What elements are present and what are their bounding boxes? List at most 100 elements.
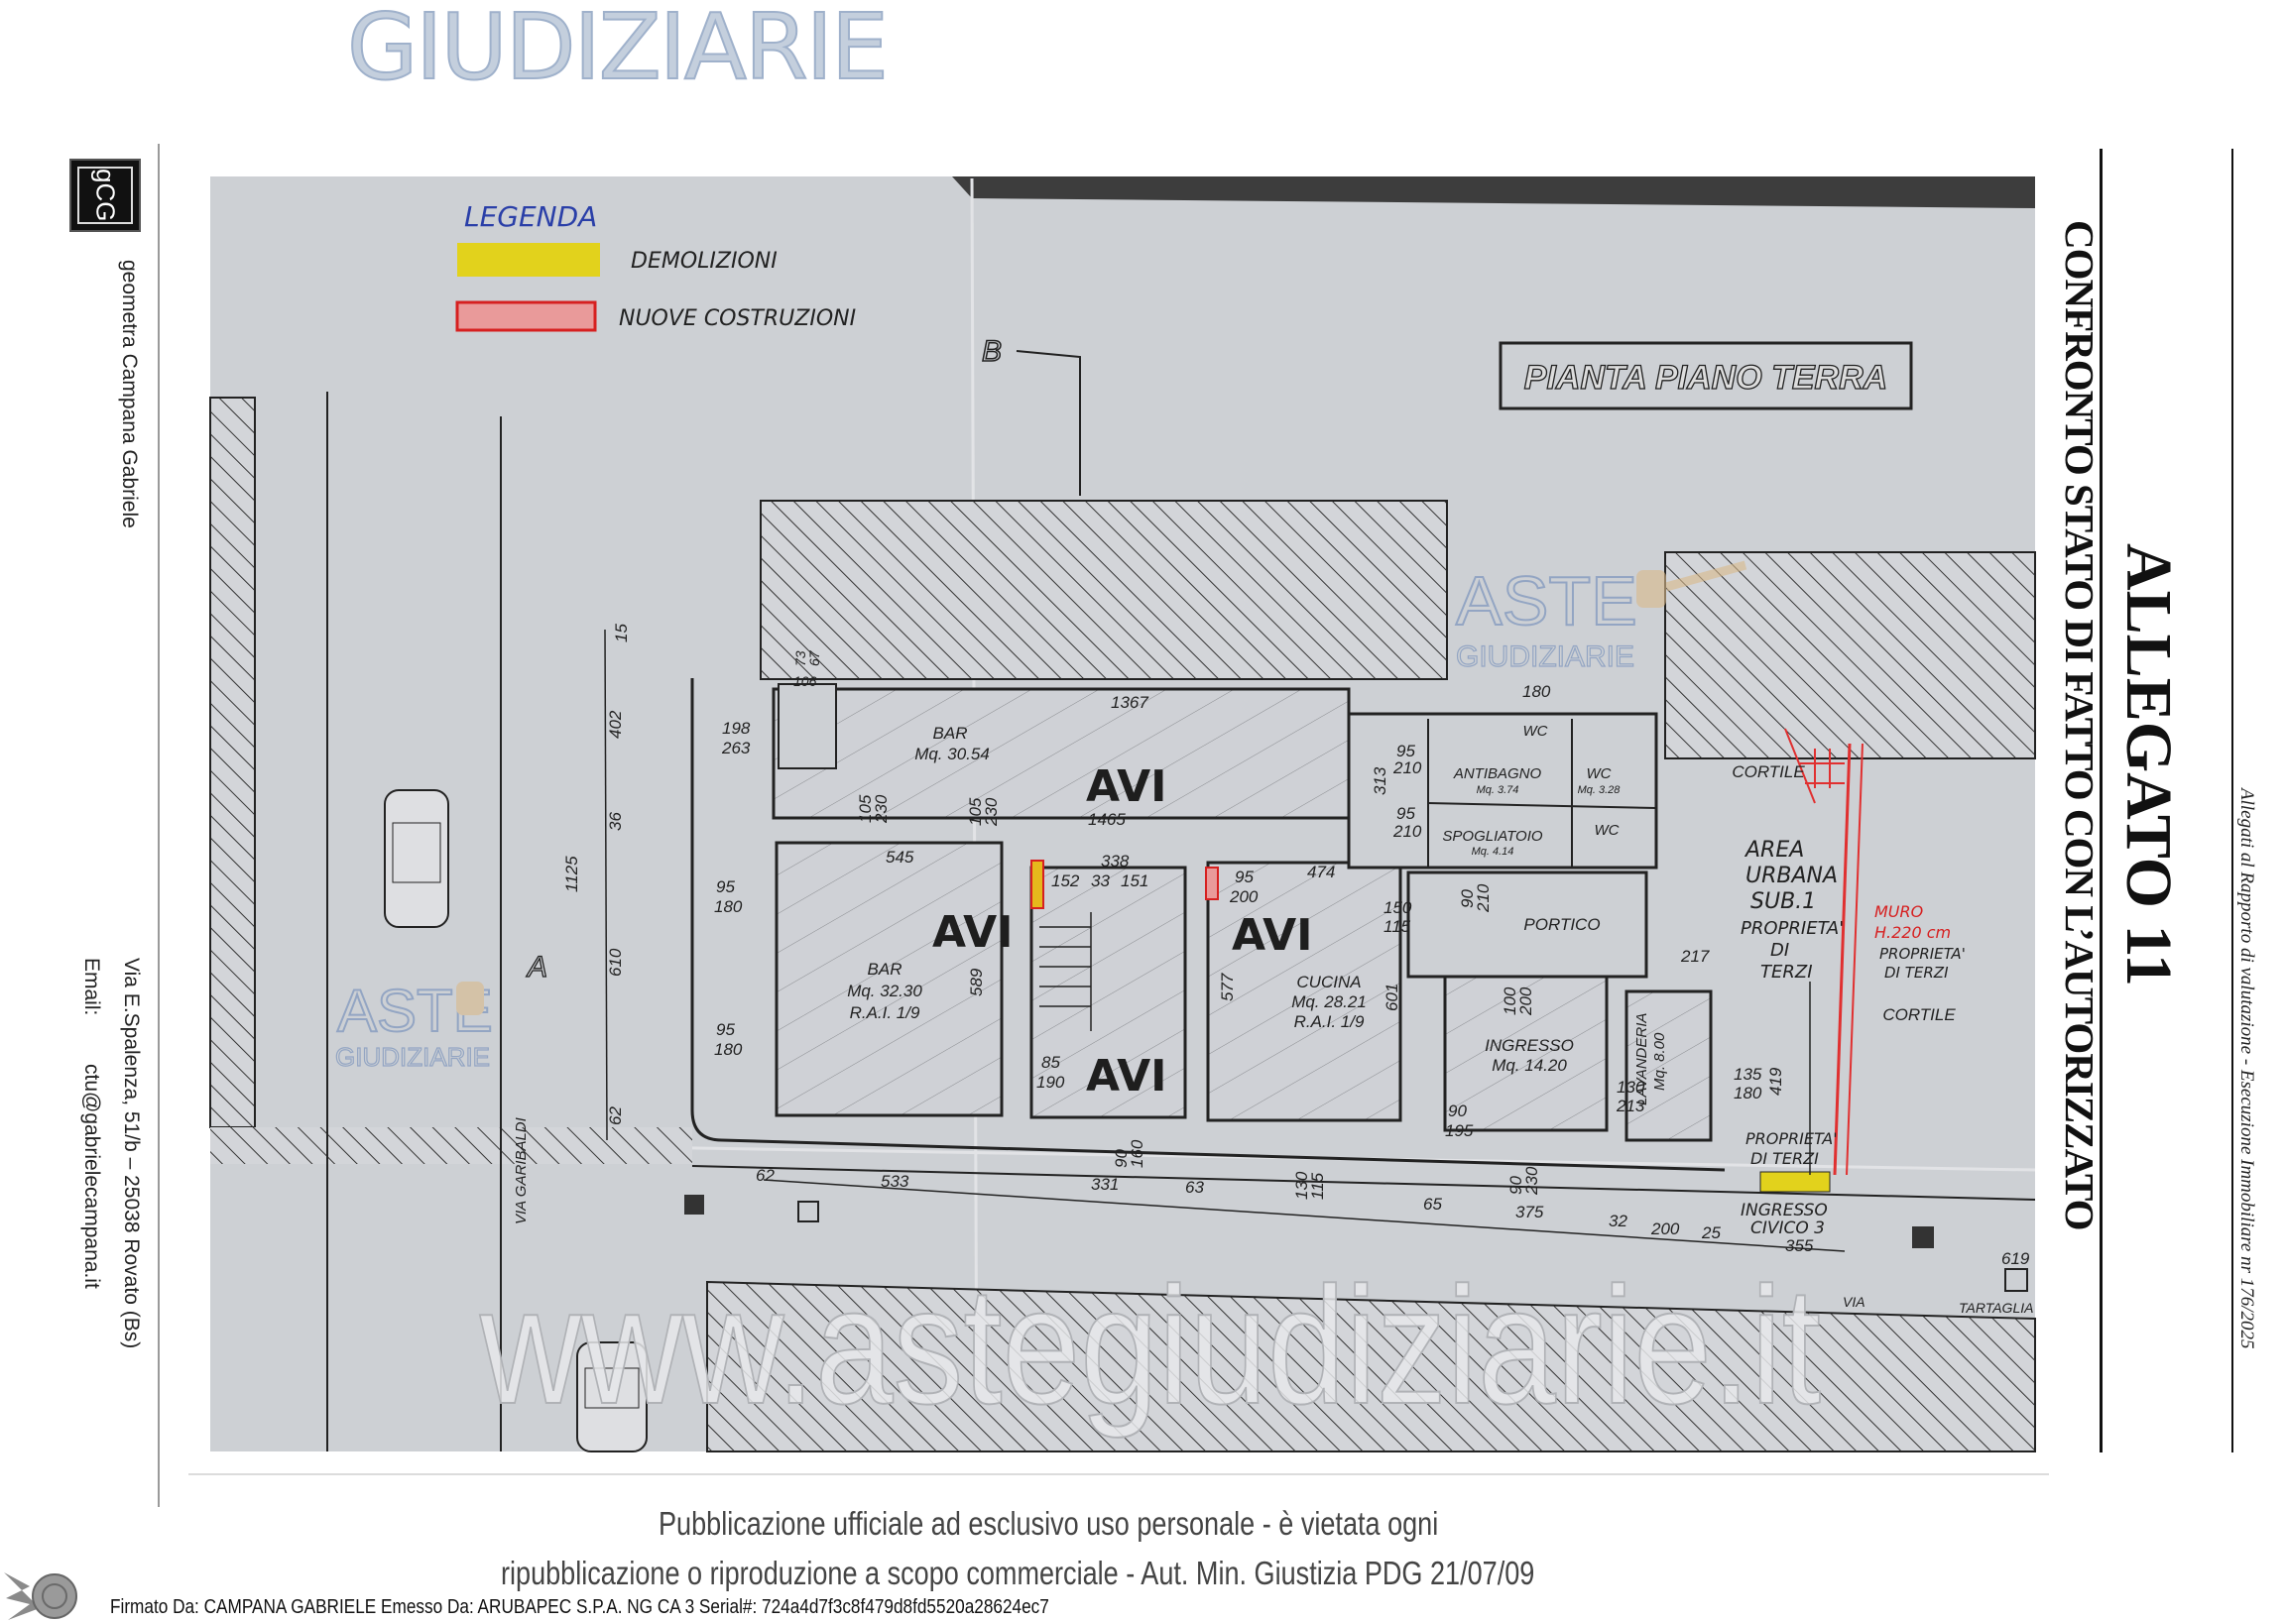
dimension: 115 bbox=[1308, 1172, 1327, 1200]
manhole-icon bbox=[684, 1195, 704, 1215]
dimension: 65 bbox=[1423, 1195, 1442, 1214]
room-name: WC bbox=[1523, 723, 1548, 740]
dimension: 180 bbox=[714, 1040, 743, 1059]
street-name-via: VIA bbox=[1843, 1294, 1865, 1310]
building-outline bbox=[690, 678, 1726, 1172]
dimension: 95 bbox=[1396, 804, 1415, 823]
aste-watermark: ASTE GIUDIZIARIE bbox=[334, 977, 493, 1073]
document-title: ALLEGATO 11 bbox=[2112, 543, 2185, 986]
note-ingresso-civico: INGRESSO bbox=[1741, 1201, 1828, 1220]
paper-fold-shadow bbox=[210, 176, 2035, 208]
dimension: 105 bbox=[856, 794, 875, 823]
new-construction-mark bbox=[1205, 867, 1219, 900]
street-name-tartaglia: TARTAGLIA bbox=[1959, 1300, 2033, 1316]
note-area-urbana: URBANA bbox=[1745, 864, 1838, 888]
note-muro-proprieta: DI TERZI bbox=[1884, 964, 1949, 982]
room-area: Mq. 32.30 bbox=[847, 982, 922, 1000]
note-area-urbana: AREA bbox=[1744, 838, 1804, 863]
dimension: 32 bbox=[1609, 1212, 1627, 1230]
room-area: Mq. 8.00 bbox=[1651, 1032, 1668, 1091]
dimension: 230 bbox=[1522, 1166, 1541, 1196]
dimension: 150 bbox=[1383, 898, 1412, 917]
dimension-line bbox=[763, 1179, 1846, 1252]
dimension: 577 bbox=[1218, 973, 1237, 1001]
author-prefix: geometra bbox=[118, 260, 141, 348]
dimension: 180 bbox=[1734, 1084, 1762, 1102]
room-name: SPOGLIATOIO bbox=[1442, 828, 1542, 845]
note-muro: MURO bbox=[1874, 902, 1923, 921]
demolition-mark bbox=[1759, 1171, 1831, 1193]
note-proprieta-terzi: DI TERZI bbox=[1750, 1149, 1819, 1168]
dimension: 180 bbox=[1522, 682, 1551, 701]
dimension: 230 bbox=[982, 797, 1001, 827]
room-cucina bbox=[1206, 861, 1402, 1122]
dimension: 1367 bbox=[1111, 693, 1148, 712]
dimension: 375 bbox=[1515, 1203, 1544, 1221]
neighbour-building-top bbox=[760, 500, 1448, 680]
watermark-aste: ASTE bbox=[1456, 562, 1637, 639]
author-fullname: Campana Gabriele bbox=[118, 353, 141, 528]
dimension: 67 bbox=[806, 649, 822, 666]
dimension: 190 bbox=[1036, 1073, 1065, 1092]
watermark-giudiziarie: GIUDIZIARIE bbox=[1456, 640, 1634, 673]
dimension: 210 bbox=[1392, 758, 1422, 777]
car-icon bbox=[384, 789, 449, 928]
document-subtitle: CONFRONTO STATO DI FATTO CON L’AUTORIZZA… bbox=[2057, 220, 2103, 1230]
dimension: 105 bbox=[966, 797, 985, 826]
avi-label: AVI bbox=[1086, 1051, 1167, 1102]
section-line-b bbox=[1016, 350, 1081, 496]
dimension-line bbox=[604, 629, 608, 1141]
dimension: 95 bbox=[716, 1020, 735, 1039]
dimensions: 1367 1465 198 263 545 338 152 33 151 95 … bbox=[714, 673, 2030, 1268]
left-divider bbox=[158, 144, 160, 1507]
dimension: 25 bbox=[1701, 1223, 1721, 1242]
dimension: 62 bbox=[756, 1166, 775, 1185]
dimension: 36 bbox=[606, 812, 625, 831]
email-link[interactable]: ctu@gabrielecampana.it bbox=[80, 1064, 103, 1289]
note-ingresso-civico: CIVICO 3 bbox=[1750, 1218, 1825, 1238]
dimension: 135 bbox=[1734, 1065, 1762, 1084]
dimension: 210 bbox=[1392, 822, 1422, 841]
room-name: BAR bbox=[868, 960, 902, 979]
room-area: Mq. 4.14 bbox=[1472, 846, 1514, 858]
signature-seal-icon bbox=[4, 1572, 77, 1620]
legend-title: LEGENDA bbox=[464, 200, 597, 233]
dimension: 106 bbox=[793, 673, 817, 689]
room-rai: R.A.I. 1/9 bbox=[850, 1003, 920, 1022]
legend-swatch-demolizioni bbox=[457, 243, 600, 277]
room-area: Mq. 14.20 bbox=[1492, 1056, 1567, 1075]
note-area-urbana: SUB.1 bbox=[1750, 889, 1816, 914]
manhole-icon bbox=[1912, 1226, 1934, 1248]
aste-watermark: ASTE GIUDIZIARIE bbox=[1455, 560, 1747, 674]
street-name-garibaldi: VIA GARIBALDI bbox=[513, 1117, 530, 1224]
dimension: 1125 bbox=[562, 856, 581, 892]
dimension: 213 bbox=[1616, 1097, 1645, 1115]
neighbour-building-right bbox=[1664, 551, 2036, 759]
neighbour-building-bottom bbox=[706, 1280, 2036, 1452]
avi-label: AVI bbox=[1086, 761, 1167, 812]
service-block bbox=[1347, 712, 1658, 870]
avi-label: AVI bbox=[1232, 910, 1313, 961]
sidewalk-line bbox=[691, 1165, 2036, 1201]
dimension: 15 bbox=[612, 624, 631, 642]
street-hatch bbox=[210, 1127, 692, 1164]
dimension: 195 bbox=[1445, 1121, 1474, 1140]
dimension: 200 bbox=[1650, 1219, 1680, 1238]
room-name: BAR bbox=[933, 724, 968, 743]
avi-label: AVI bbox=[932, 907, 1014, 958]
watermark-giudiziarie: GIUDIZIARIE bbox=[346, 0, 890, 101]
drain-icon bbox=[2004, 1268, 2028, 1292]
dimension: 601 bbox=[1383, 984, 1401, 1011]
note-proprieta-terzi: PROPRIETA' bbox=[1745, 1129, 1838, 1148]
dimension: 90 bbox=[1458, 889, 1477, 908]
plan-title-box bbox=[1499, 341, 1913, 410]
watermark-giudiziarie: GIUDIZIARIE bbox=[335, 1042, 490, 1072]
demolition-mark bbox=[1030, 860, 1044, 909]
dimension: 95 bbox=[1396, 742, 1415, 760]
dimension: 230 bbox=[872, 794, 891, 824]
plan-title: PIANTA PIANO TERRA bbox=[1524, 359, 1887, 397]
dimension: 130 bbox=[1617, 1078, 1645, 1097]
room-rai: R.A.I. 1/9 bbox=[1294, 1012, 1365, 1031]
room-ingresso bbox=[1443, 975, 1609, 1132]
dimension: 474 bbox=[1307, 863, 1335, 881]
